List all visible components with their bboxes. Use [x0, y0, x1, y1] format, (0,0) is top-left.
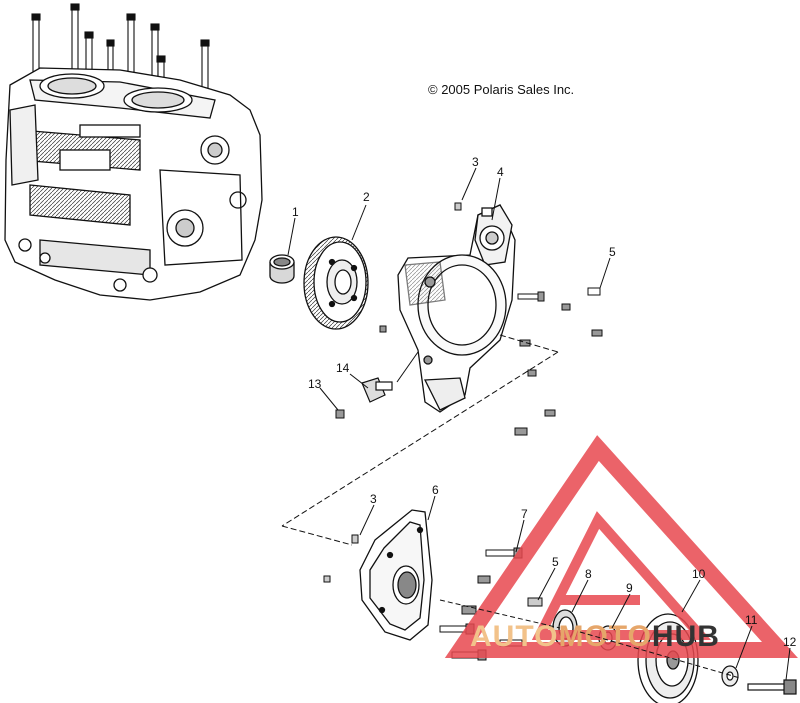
callout-9: 9 [626, 581, 633, 595]
part-12-bolt [747, 679, 797, 695]
watermark-text-moto: MOTO [558, 620, 651, 653]
callout-5-upper: 5 [609, 245, 616, 259]
watermark-text-auto: AUTO [470, 620, 558, 653]
bolts-5-upper [379, 287, 603, 436]
part-4-cover [397, 204, 516, 413]
callout-12: 12 [783, 635, 797, 649]
engine-block [4, 3, 263, 301]
part-2-gear [303, 236, 369, 330]
callout-14: 14 [336, 361, 350, 375]
part-11-washer [721, 665, 739, 687]
callout-3-top: 3 [472, 155, 479, 169]
callout-2: 2 [363, 190, 370, 204]
callout-4: 4 [497, 165, 504, 179]
part-13-bolt [335, 409, 345, 419]
callout-6: 6 [432, 483, 439, 497]
callout-5-lower: 5 [552, 555, 559, 569]
callout-11: 11 [745, 613, 758, 627]
part-3-pin-top [454, 202, 462, 211]
part-5-bolt-lower [527, 597, 543, 607]
watermark-text-hub: HUB [652, 620, 720, 653]
callout-7: 7 [521, 507, 528, 521]
part-3-pin-lower [323, 534, 359, 583]
callout-13: 13 [308, 377, 322, 391]
callout-10: 10 [692, 567, 706, 581]
callout-3-lower: 3 [370, 492, 377, 506]
part-1-bushing [269, 254, 295, 284]
copyright-text: © 2005 Polaris Sales Inc. [428, 82, 574, 97]
callout-8: 8 [585, 567, 592, 581]
part-6-plate [359, 509, 433, 641]
leader-lines [281, 167, 791, 681]
callout-labels: 1 2 3 4 5 13 14 3 6 7 5 8 9 10 11 12 [292, 155, 797, 649]
part-14-fitting [361, 377, 393, 403]
watermark-text: AUTOMOTOHUB [470, 620, 720, 653]
callout-1: 1 [292, 205, 299, 219]
